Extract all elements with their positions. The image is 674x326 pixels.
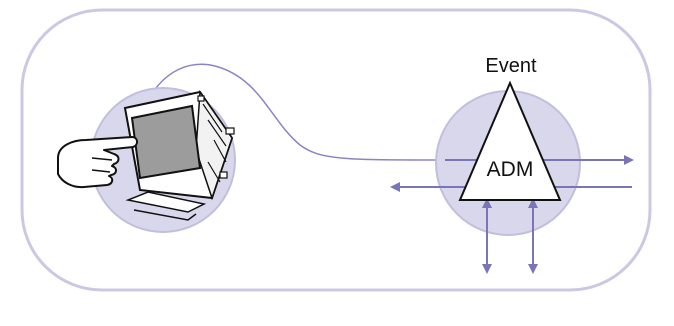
pointing-hand-icon bbox=[57, 136, 138, 189]
event-label: Event bbox=[485, 55, 537, 77]
connection-wire bbox=[147, 63, 446, 161]
touch-screen-terminal-icon bbox=[123, 89, 235, 221]
event-node: ADM bbox=[390, 80, 634, 274]
terminal-node bbox=[57, 87, 236, 233]
adm-triangle bbox=[458, 80, 562, 201]
adm-label: ADM bbox=[487, 158, 534, 181]
